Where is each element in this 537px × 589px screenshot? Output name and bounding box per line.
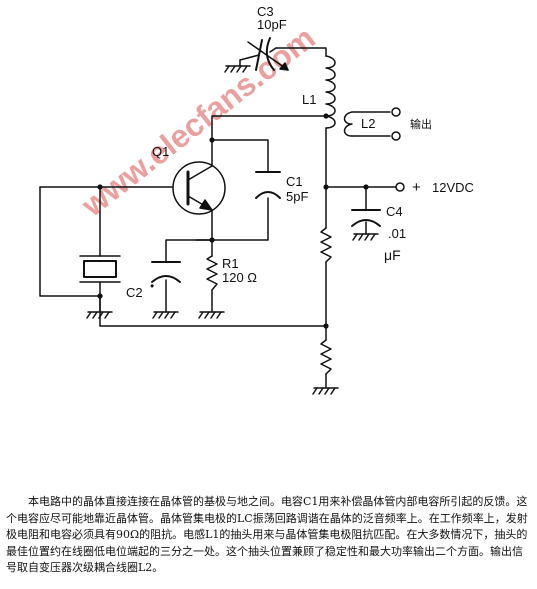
c2-name-label: C2 — [126, 285, 143, 300]
plus-label: + — [412, 179, 421, 196]
variable-capacitor-c3 — [239, 37, 289, 71]
r1-name-label: R1 — [222, 256, 239, 271]
c4-name-label: C4 — [386, 204, 403, 219]
circuit-description: 本电路中的晶体直接连接在晶体管的基极与地之间。电容C1用来补偿晶体管内部电容所引… — [6, 495, 528, 574]
l2-label: L2 — [361, 116, 375, 131]
l1-label: L1 — [302, 92, 316, 107]
c3-value-label: 10pF — [257, 17, 287, 32]
c2-polarity-dot: • — [150, 279, 154, 293]
ground-icon — [86, 311, 113, 319]
c3-name-label: C3 — [257, 4, 274, 19]
oscillator-schematic: www.elecfans.com — [39, 4, 474, 395]
resistor-r1 — [206, 255, 218, 291]
c1-value-label: 5pF — [286, 189, 308, 204]
c4-unit-label: μF — [384, 247, 401, 263]
output-label: 输出 — [410, 117, 432, 131]
inductor-l1 — [325, 55, 336, 129]
c4-value-label: .01 — [388, 226, 406, 241]
capacitor-c1 — [255, 171, 281, 199]
capacitor-c2 — [151, 261, 181, 283]
resistor-lower — [320, 339, 332, 375]
r1-value-label: 120 Ω — [222, 270, 257, 285]
wires — [39, 47, 397, 389]
transistor-q1 — [172, 161, 226, 215]
resistor-upper — [320, 227, 332, 263]
ground-icon — [152, 311, 179, 319]
ground-icon — [352, 233, 379, 241]
watermark: www.elecfans.com — [74, 19, 322, 224]
output-terminals — [391, 107, 401, 141]
inductor-l2 — [343, 111, 391, 137]
q1-label: Q1 — [152, 144, 169, 159]
capacitor-c4 — [351, 209, 381, 235]
junction-dots — [97, 113, 369, 329]
supply-terminal — [395, 182, 405, 192]
crystal — [79, 255, 121, 283]
c1-name-label: C1 — [286, 174, 303, 189]
ground-symbols — [86, 59, 379, 395]
ground-icon — [312, 387, 339, 395]
ground-icon — [198, 311, 225, 319]
component-labels: C3 10pF L1 L2 输出 Q1 C1 5pF + 12VDC C4 .0… — [126, 4, 474, 300]
ground-icon — [224, 59, 251, 73]
supply-label: 12VDC — [432, 180, 474, 195]
